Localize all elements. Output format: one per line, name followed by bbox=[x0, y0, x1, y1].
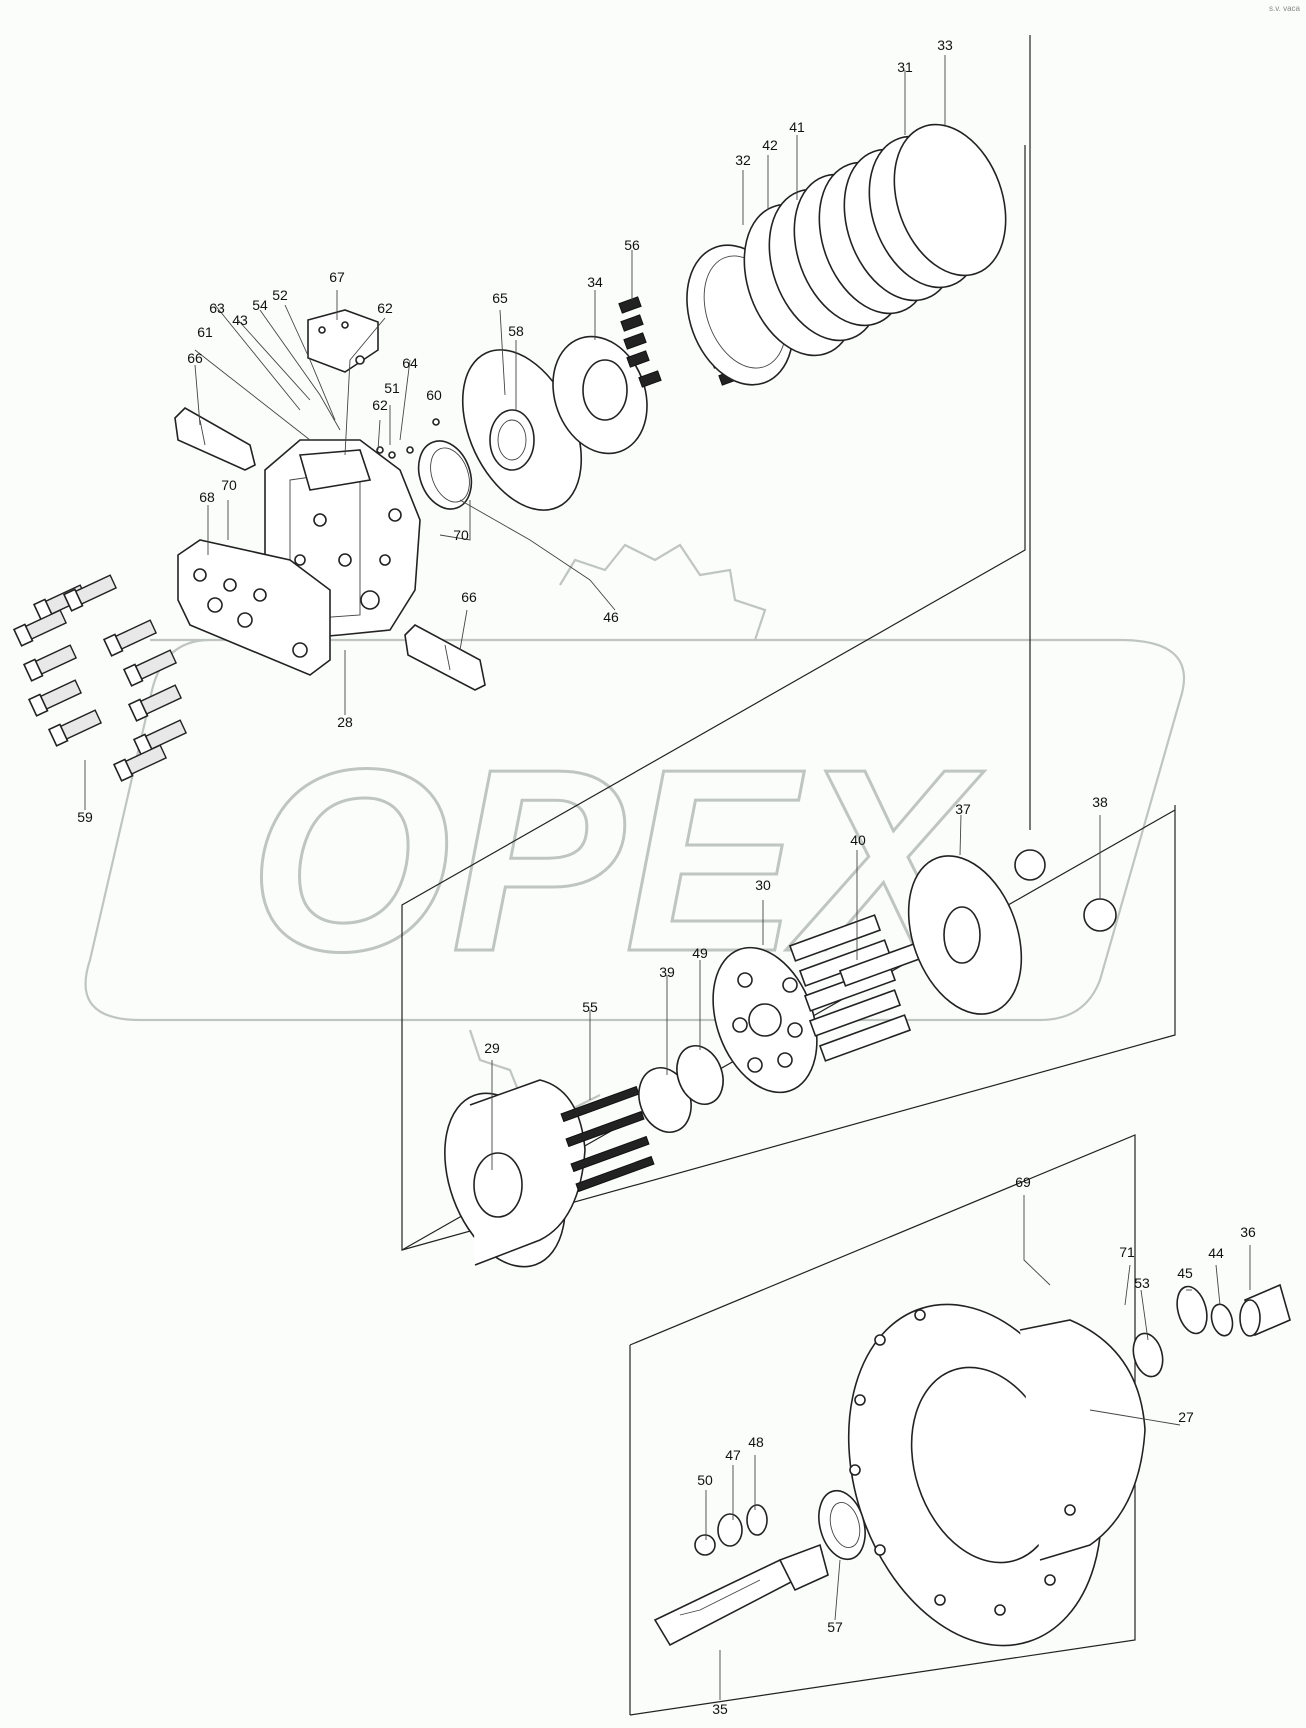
label-62-mid: 62 bbox=[372, 397, 388, 413]
label-60: 60 bbox=[426, 387, 442, 403]
plate-34 bbox=[552, 335, 648, 455]
corner-mark: s.v. vaca bbox=[1269, 4, 1300, 13]
balls-38 bbox=[1014, 849, 1117, 932]
valve-67 bbox=[307, 309, 379, 373]
bushing-36 bbox=[1239, 1283, 1291, 1337]
leader-lines bbox=[84, 55, 1251, 1700]
label-37: 37 bbox=[955, 801, 971, 817]
label-71: 71 bbox=[1119, 1244, 1135, 1260]
label-49: 49 bbox=[692, 945, 708, 961]
label-55: 55 bbox=[582, 999, 598, 1015]
label-27: 27 bbox=[1178, 1409, 1194, 1425]
label-28: 28 bbox=[337, 714, 353, 730]
bearing-57 bbox=[818, 1489, 866, 1561]
label-34: 34 bbox=[587, 274, 603, 290]
label-35: 35 bbox=[712, 1701, 728, 1717]
label-54: 54 bbox=[252, 297, 268, 313]
label-56: 56 bbox=[624, 237, 640, 253]
label-41: 41 bbox=[789, 119, 805, 135]
label-53: 53 bbox=[1134, 1275, 1150, 1291]
group-frames bbox=[401, 35, 1176, 1716]
cylinder-block-29 bbox=[444, 1079, 586, 1268]
label-69: 69 bbox=[1015, 1174, 1031, 1190]
rings-39-49 bbox=[638, 1045, 724, 1133]
label-46: 46 bbox=[603, 609, 619, 625]
pistons-40 bbox=[788, 914, 932, 1062]
label-62-top: 62 bbox=[377, 300, 393, 316]
friction-discs-31-33 bbox=[743, 123, 1007, 357]
label-66-upper: 66 bbox=[187, 350, 203, 366]
label-32: 32 bbox=[735, 152, 751, 168]
disc-65 bbox=[461, 349, 583, 511]
label-70-mid: 70 bbox=[453, 527, 469, 543]
part-labels: 33 31 41 42 32 56 34 65 58 67 62 52 54 6… bbox=[77, 37, 1256, 1717]
label-66-lower: 66 bbox=[461, 589, 477, 605]
snap-ring-45 bbox=[1176, 1285, 1208, 1335]
label-57: 57 bbox=[827, 1619, 843, 1635]
label-58: 58 bbox=[508, 323, 524, 339]
label-29: 29 bbox=[484, 1040, 500, 1056]
label-39: 39 bbox=[659, 964, 675, 980]
bearing-53 bbox=[1132, 1332, 1164, 1378]
bolts-59 bbox=[12, 574, 188, 782]
housing-27 bbox=[847, 1303, 1146, 1647]
shaft-66-lower bbox=[404, 624, 486, 691]
label-68: 68 bbox=[199, 489, 215, 505]
label-61: 61 bbox=[197, 324, 213, 340]
swash-plate-37 bbox=[907, 855, 1023, 1015]
label-43: 43 bbox=[232, 312, 248, 328]
label-30: 30 bbox=[755, 877, 771, 893]
ring-44 bbox=[1210, 1303, 1234, 1337]
label-42: 42 bbox=[762, 137, 778, 153]
label-45: 45 bbox=[1177, 1265, 1193, 1281]
retainer-plate-30 bbox=[712, 946, 818, 1094]
label-38: 38 bbox=[1092, 794, 1108, 810]
label-40: 40 bbox=[850, 832, 866, 848]
label-48: 48 bbox=[748, 1434, 764, 1450]
label-64: 64 bbox=[402, 355, 418, 371]
label-51: 51 bbox=[384, 380, 400, 396]
label-50: 50 bbox=[697, 1472, 713, 1488]
label-63: 63 bbox=[209, 300, 225, 316]
label-67: 67 bbox=[329, 269, 345, 285]
label-70-top: 70 bbox=[221, 477, 237, 493]
label-36: 36 bbox=[1240, 1224, 1256, 1240]
label-59: 59 bbox=[77, 809, 93, 825]
parts-47-48-50 bbox=[694, 1504, 768, 1556]
label-44: 44 bbox=[1208, 1245, 1224, 1261]
label-31: 31 bbox=[897, 59, 913, 75]
pins-55 bbox=[560, 1085, 655, 1193]
label-47: 47 bbox=[725, 1447, 741, 1463]
label-52: 52 bbox=[272, 287, 288, 303]
label-65: 65 bbox=[492, 290, 508, 306]
label-33: 33 bbox=[937, 37, 953, 53]
shaft-66-upper bbox=[174, 407, 256, 471]
rings-60-70 bbox=[417, 440, 473, 510]
shaft-35 bbox=[653, 1543, 829, 1647]
cover-68 bbox=[177, 539, 331, 676]
